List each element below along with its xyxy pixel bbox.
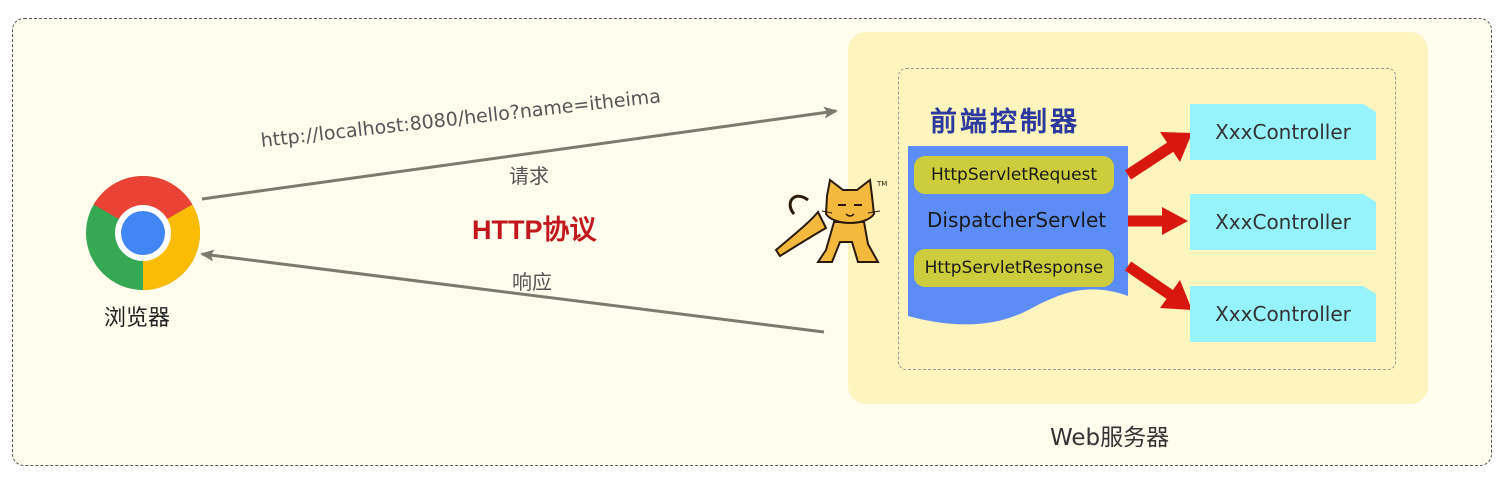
dispatch-arrow-3 bbox=[1124, 261, 1192, 310]
controller-box: XxxController bbox=[1190, 286, 1376, 342]
front-controller-frame bbox=[898, 68, 1396, 370]
request-label: 请求 bbox=[509, 164, 549, 188]
request-arrow bbox=[201, 106, 838, 201]
controller-box: XxxController bbox=[1190, 104, 1376, 160]
response-arrow bbox=[200, 249, 825, 334]
tomcat-cat-icon: TM bbox=[774, 178, 887, 263]
protocol-label: HTTP协议 bbox=[472, 215, 597, 245]
svg-text:TM: TM bbox=[876, 180, 887, 188]
browser-label: 浏览器 bbox=[104, 306, 171, 331]
chrome-browser-icon bbox=[86, 175, 201, 291]
http-servlet-response-pill: HttpServletResponse bbox=[914, 249, 1114, 287]
response-label: 响应 bbox=[512, 270, 552, 294]
dispatcher-servlet-label: DispatcherServlet bbox=[927, 208, 1107, 232]
controller-box: XxxController bbox=[1190, 194, 1376, 250]
web-server-label: Web服务器 bbox=[1050, 425, 1170, 451]
dispatch-arrow-1 bbox=[1124, 132, 1192, 180]
dispatch-arrow-2 bbox=[1128, 207, 1188, 235]
front-controller-title: 前端控制器 bbox=[930, 107, 1080, 138]
http-servlet-request-pill: HttpServletRequest bbox=[914, 156, 1114, 194]
